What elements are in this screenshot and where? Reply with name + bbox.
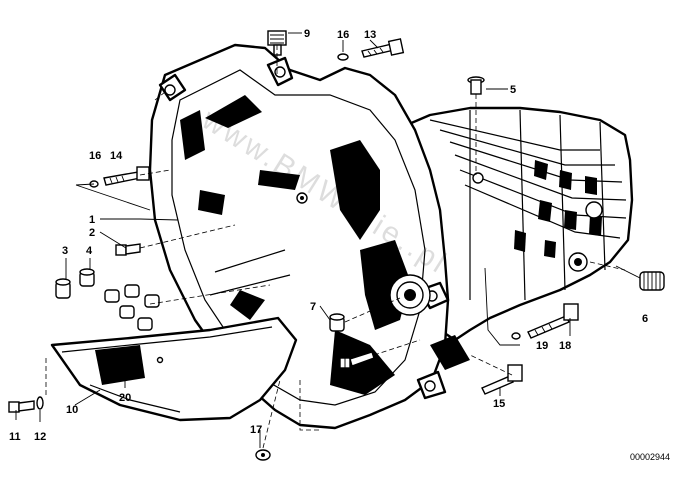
callout-2: 2 — [89, 227, 95, 239]
washer-19 — [511, 332, 521, 340]
bolt-11 — [8, 400, 35, 413]
callout-10: 10 — [66, 404, 78, 416]
callout-9: 9 — [304, 28, 310, 40]
callout-13: 13 — [364, 29, 376, 41]
reference-number: 00002944 — [630, 452, 670, 462]
sleeve-7 — [329, 313, 345, 332]
callout-14: 14 — [110, 150, 123, 162]
callout-19: 19 — [536, 340, 548, 352]
nut-17 — [255, 449, 271, 461]
callout-15: 15 — [493, 398, 505, 410]
callout-18: 18 — [559, 340, 571, 352]
bolt-15 — [481, 364, 523, 395]
callout-labels: 9 16 13 5 16 14 1 2 3 4 7 8 6 19 18 15 1… — [9, 28, 648, 443]
plug-5 — [467, 76, 485, 95]
callout-16-top: 16 — [337, 29, 349, 41]
callout-20: 20 — [119, 392, 131, 404]
callout-11: 11 — [9, 431, 21, 443]
dowel-cluster — [104, 284, 160, 331]
callout-17: 17 — [250, 424, 262, 436]
callout-12: 12 — [34, 431, 46, 443]
breather-plug-9 — [267, 30, 287, 56]
sleeve-4 — [79, 268, 95, 287]
callout-8: 8 — [341, 373, 347, 385]
callout-3: 3 — [62, 245, 68, 257]
bolt-14 — [103, 166, 150, 186]
dowel-2 — [115, 243, 141, 256]
callout-7: 7 — [310, 301, 316, 313]
callout-1: 1 — [89, 214, 95, 226]
sleeve-3 — [55, 278, 71, 299]
callout-6: 6 — [642, 313, 648, 325]
cover-plate — [50, 316, 298, 422]
bolt-13 — [361, 38, 405, 58]
callout-16-left: 16 — [89, 150, 101, 162]
washer-12 — [36, 396, 44, 410]
seal-6 — [639, 271, 665, 291]
small-parts — [8, 30, 665, 461]
callout-5: 5 — [510, 84, 516, 96]
washer-16-top — [337, 53, 349, 61]
bolt-18 — [527, 303, 579, 339]
leader-lines — [15, 32, 641, 449]
callout-4: 4 — [86, 245, 93, 257]
